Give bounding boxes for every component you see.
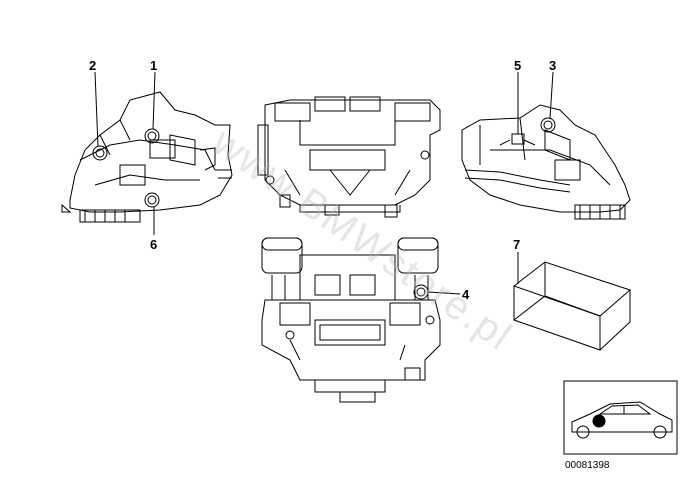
locator-thumbnail — [563, 380, 678, 455]
callout-6: 6 — [150, 237, 158, 252]
callout-7: 7 — [513, 237, 521, 252]
callout-2: 2 — [89, 58, 97, 73]
sensor-1 — [144, 128, 160, 144]
callout-3: 3 — [549, 58, 557, 73]
callout-4: 4 — [462, 287, 470, 302]
right-heater-housing — [461, 71, 631, 220]
callout-5: 5 — [514, 58, 522, 73]
sensor-6 — [144, 192, 160, 208]
item-7-box — [512, 252, 631, 351]
location-marker — [592, 414, 606, 428]
center-top-heater-housing — [257, 96, 441, 218]
sensor-2 — [92, 145, 108, 161]
callout-1: 1 — [150, 58, 158, 73]
left-heater-housing — [61, 71, 233, 235]
document-number: 00081398 — [565, 460, 610, 471]
center-bottom-heater-housing — [261, 237, 461, 403]
sensor-3 — [540, 117, 556, 133]
